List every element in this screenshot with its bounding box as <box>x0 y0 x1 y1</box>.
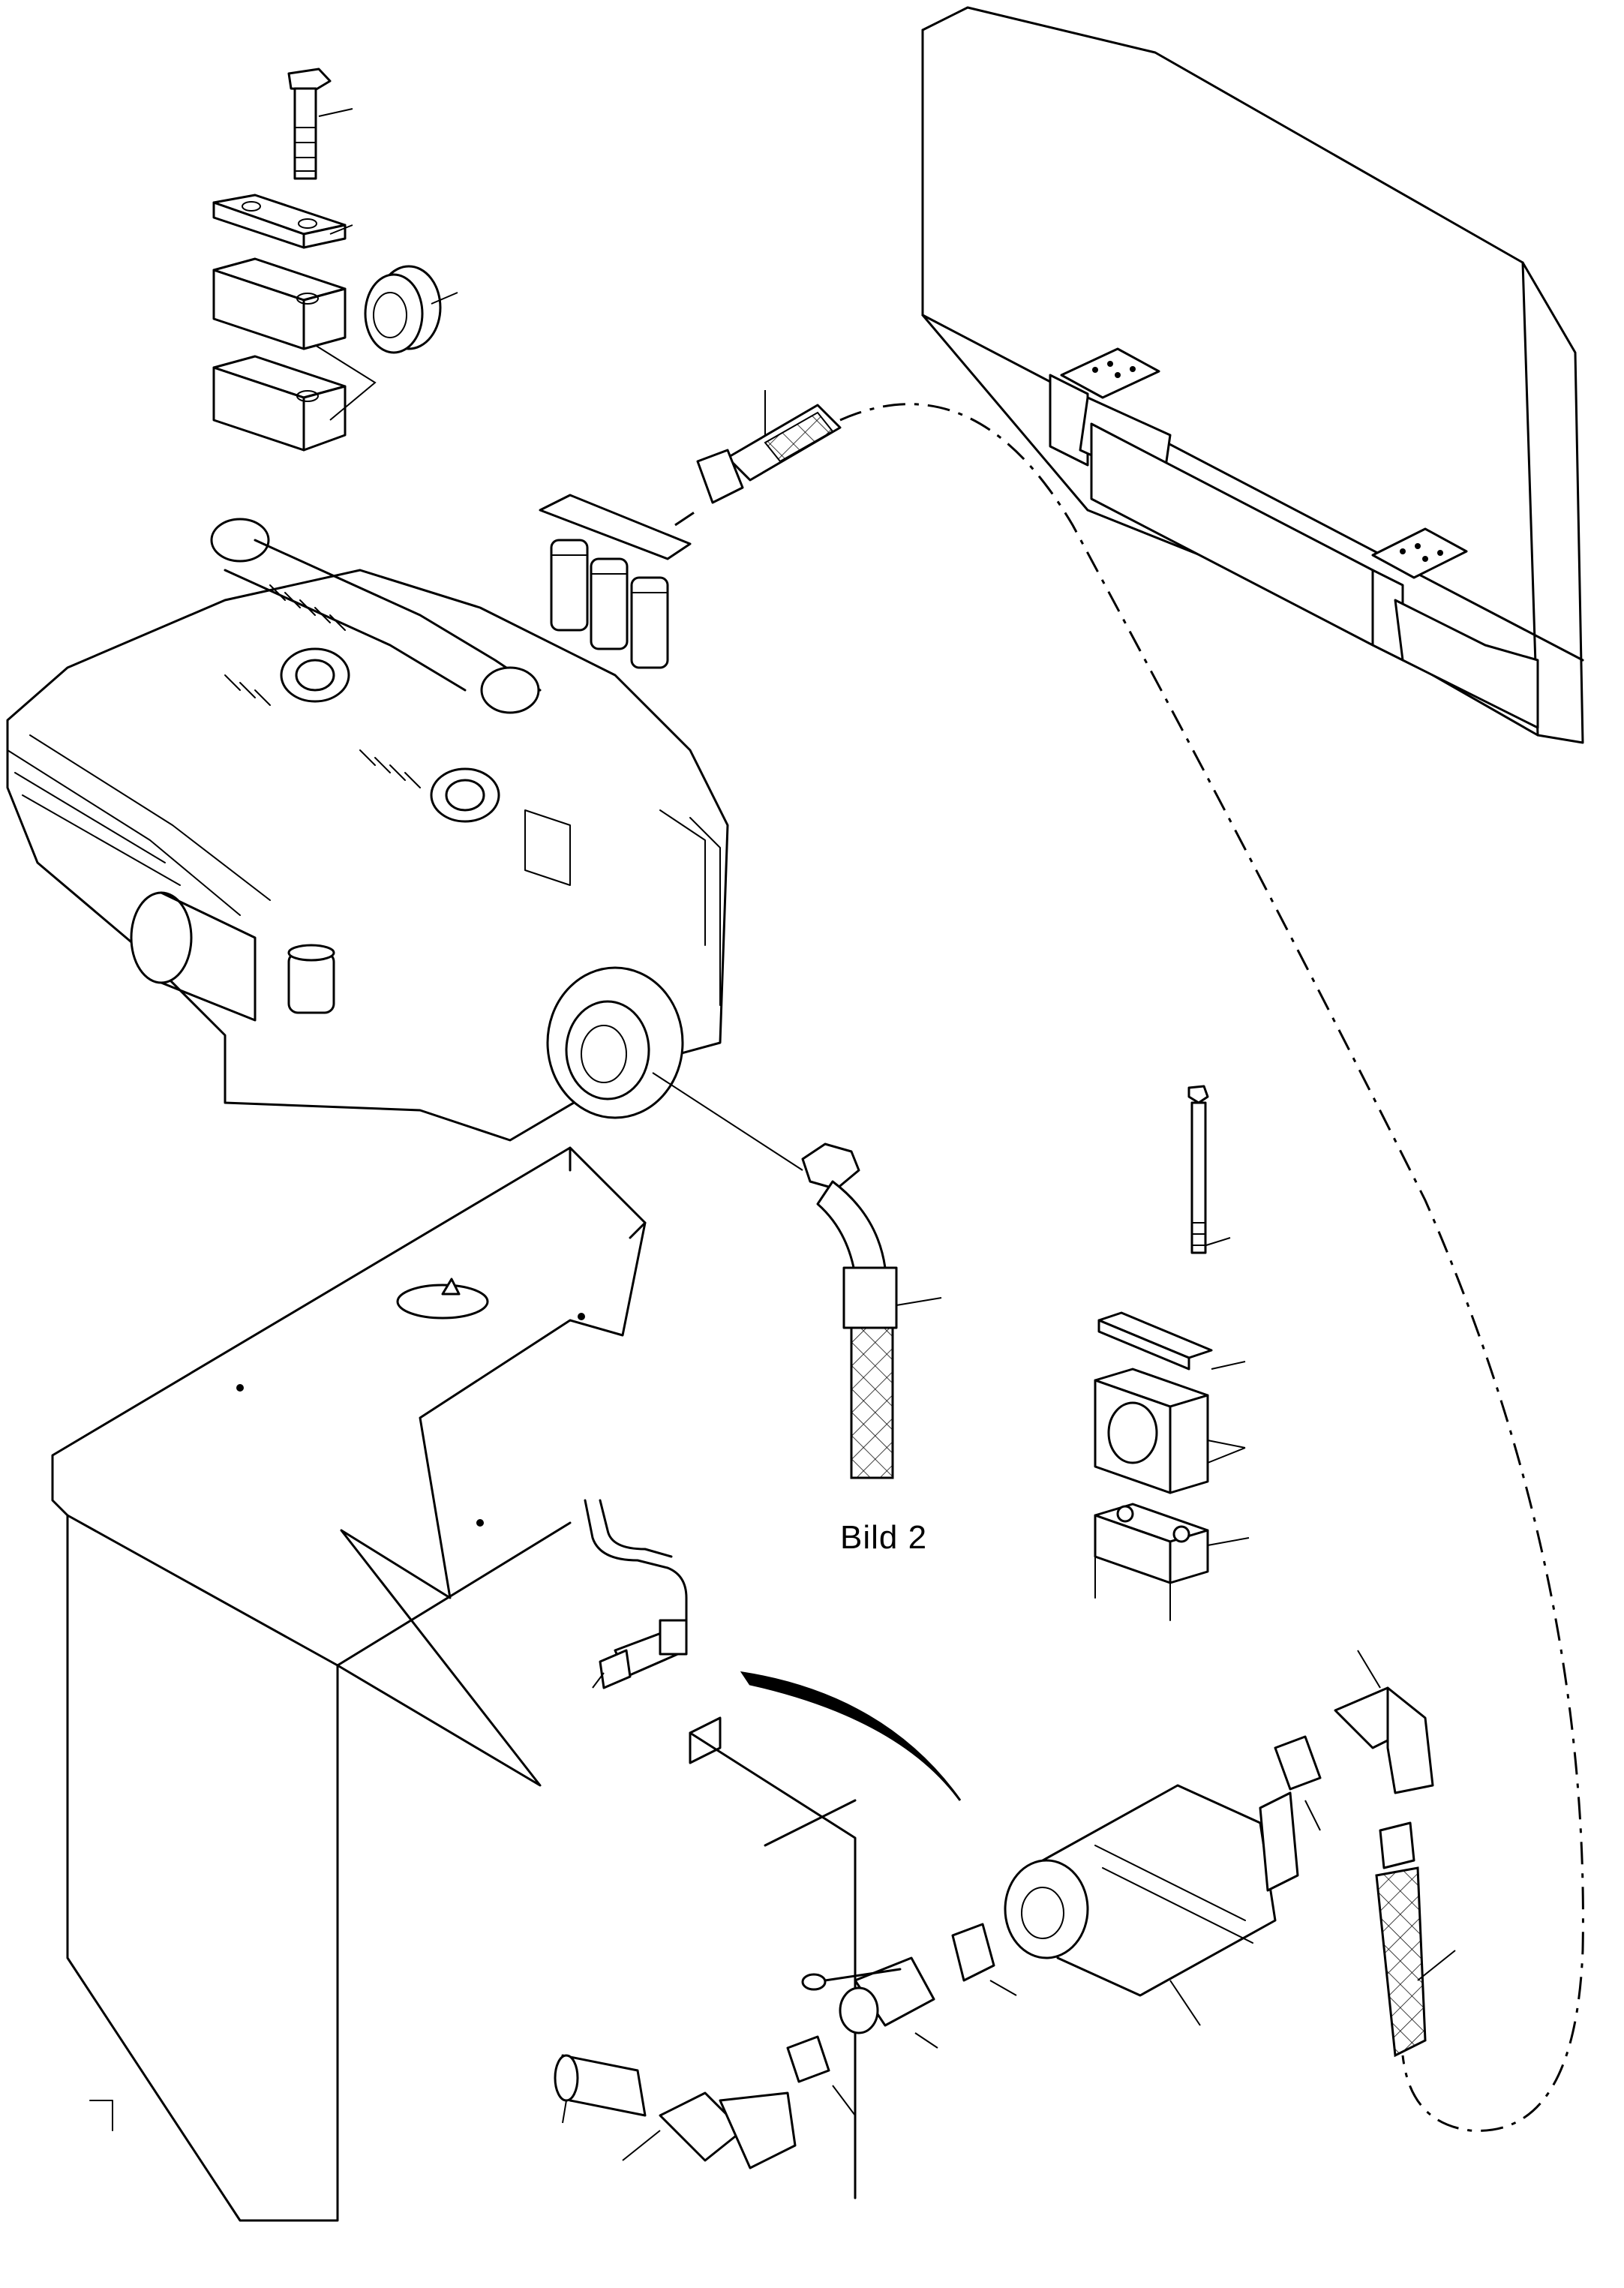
clamp-half-upper <box>212 257 347 350</box>
ball-valve <box>801 1956 938 2049</box>
oil-filter <box>287 944 335 1014</box>
hydraulic-tank <box>51 1146 857 2222</box>
rubber-bushing <box>364 265 442 354</box>
engine-block <box>6 518 803 1171</box>
nipple-lower <box>786 2035 856 2116</box>
hose-upper <box>696 390 842 504</box>
hose-elbow <box>801 1142 942 1479</box>
elbow-fitting-lower <box>622 2091 797 2169</box>
fitting-right-1 <box>1274 1735 1322 1831</box>
clamp-half-lower <box>212 355 347 452</box>
hose-nipple-lower <box>554 2054 647 2124</box>
flywheel-housing <box>546 966 684 1119</box>
dashed-return-line <box>839 403 1584 2132</box>
leader-line <box>431 292 458 305</box>
mounting-bracket-left <box>1060 347 1160 399</box>
clamp-assembly-top <box>212 68 458 452</box>
radiator-tank <box>921 6 1584 744</box>
figure-caption: Bild 2 <box>840 1519 928 1556</box>
clamp-assembly-right <box>1094 1085 1250 1621</box>
clamp-plate-top <box>212 194 347 249</box>
elbow-fitting-right <box>1334 1650 1434 1794</box>
direction-arrow <box>740 1671 962 1801</box>
bolt-top <box>287 68 332 180</box>
nipple-middle <box>951 1923 1017 1996</box>
leader-line <box>318 108 353 117</box>
turbo-pipes <box>210 518 542 823</box>
mounting-bracket-right <box>1371 527 1468 579</box>
filter-group <box>539 494 698 669</box>
leader-line <box>329 224 353 235</box>
valve-assembly <box>554 1650 1456 2169</box>
starter-motor <box>130 891 257 1022</box>
hose-right <box>1375 1821 1456 2058</box>
sensor-switch <box>584 1499 688 1689</box>
leader-line <box>314 344 377 421</box>
